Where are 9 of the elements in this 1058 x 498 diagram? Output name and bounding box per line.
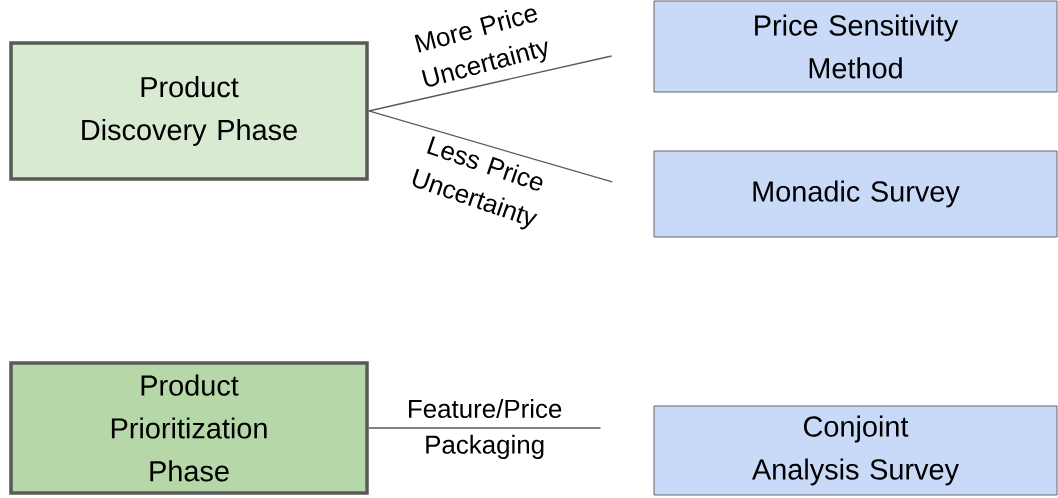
method-box: Conjoint Analysis Survey bbox=[653, 405, 1058, 496]
process-box: Product Discovery Phase bbox=[9, 41, 369, 181]
edge-label: Feature/Price Packaging bbox=[409, 399, 562, 459]
connector-line bbox=[368, 110, 613, 183]
method-box: Price Sensitivity Method bbox=[653, 0, 1058, 93]
connector-line bbox=[368, 55, 613, 112]
method-box: Monadic Survey bbox=[653, 150, 1058, 238]
connector-line bbox=[368, 427, 602, 429]
process-box: Product Prioritization Phase bbox=[9, 361, 369, 495]
